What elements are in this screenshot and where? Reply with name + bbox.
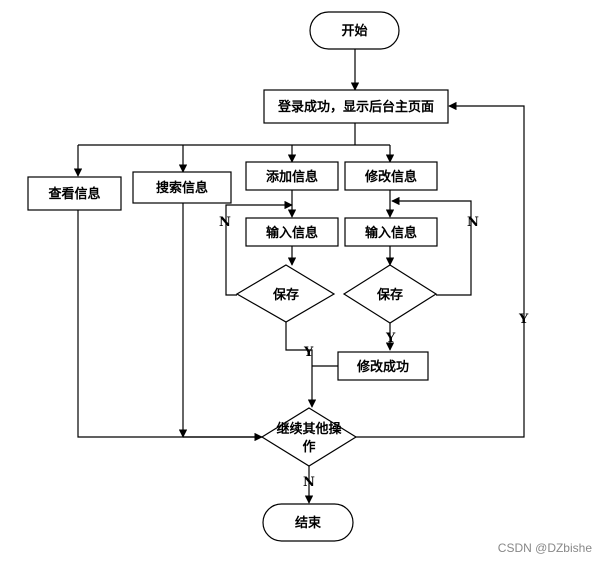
node-edit-label: 修改信息 (364, 169, 417, 185)
edge-save-add-yes (285, 322, 317, 408)
node-view-label: 查看信息 (47, 186, 100, 202)
label-yes-edit: Y (385, 331, 396, 346)
node-edit-success-label: 修改成功 (356, 359, 409, 375)
node-save-edit-label: 保存 (376, 287, 403, 303)
label-no-continue: N (303, 475, 315, 490)
node-login: 登录成功，显示后台主页面 (263, 89, 449, 124)
node-end-label: 结束 (295, 515, 322, 531)
edges (73, 49, 525, 504)
edge-save-edit-no (391, 196, 472, 296)
node-input-edit: 输入信息 (344, 217, 438, 247)
node-add-label: 添加信息 (266, 169, 318, 185)
edge-login-bus (78, 123, 390, 146)
label-yes-continue: Y (518, 312, 529, 327)
node-search-label: 搜索信息 (156, 180, 208, 196)
node-input-add-label: 输入信息 (266, 225, 318, 241)
label-no-add: N (219, 215, 231, 230)
node-edit: 修改信息 (344, 161, 438, 191)
node-continue: 继续其他操 作 (260, 407, 358, 467)
node-login-label: 登录成功，显示后台主页面 (277, 99, 434, 115)
label-no-edit: N (467, 215, 479, 230)
node-continue-label-line2: 作 (302, 439, 315, 455)
label-yes-add: Y (303, 345, 314, 360)
edge-continue-yes (356, 101, 525, 438)
node-continue-label-line1: 继续其他操 (276, 421, 341, 437)
node-save-add-label: 保存 (272, 287, 299, 303)
node-start: 开始 (309, 11, 400, 50)
node-edit-success: 修改成功 (337, 351, 429, 381)
watermark: CSDN @DZbishe (498, 541, 593, 555)
node-input-add: 输入信息 (245, 217, 339, 247)
node-end: 结束 (262, 503, 354, 542)
edge-save-add-no (225, 200, 293, 296)
node-input-edit-label: 输入信息 (365, 225, 417, 241)
edge-view-continue (77, 210, 262, 438)
node-view: 查看信息 (27, 176, 122, 211)
node-start-label: 开始 (341, 23, 367, 39)
node-save-edit: 保存 (342, 264, 438, 324)
node-search: 搜索信息 (132, 171, 232, 204)
node-save-add: 保存 (235, 264, 336, 323)
node-add: 添加信息 (245, 161, 339, 191)
